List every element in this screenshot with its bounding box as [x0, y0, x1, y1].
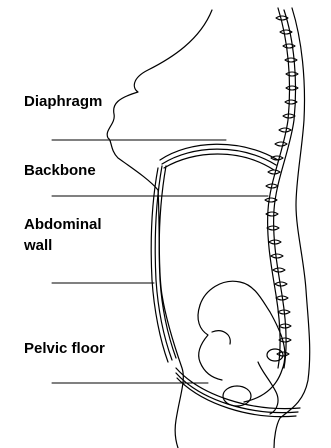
label-abdominal-wall-line1: Abdominal: [24, 214, 102, 235]
pelvic-floor-muscle: [176, 368, 300, 417]
vertebrae: [265, 16, 298, 356]
label-abdominal-wall: Abdominal wall: [24, 214, 102, 256]
pelvis: [198, 281, 285, 414]
label-abdominal-wall-line2: wall: [24, 235, 102, 256]
label-pelvic-floor: Pelvic floor: [24, 339, 105, 359]
abdominal-wall-muscle: [151, 166, 176, 362]
label-backbone: Backbone: [24, 161, 96, 181]
label-diaphragm: Diaphragm: [24, 92, 102, 112]
spine: [265, 8, 298, 368]
diaphragm-muscle: [160, 144, 278, 170]
